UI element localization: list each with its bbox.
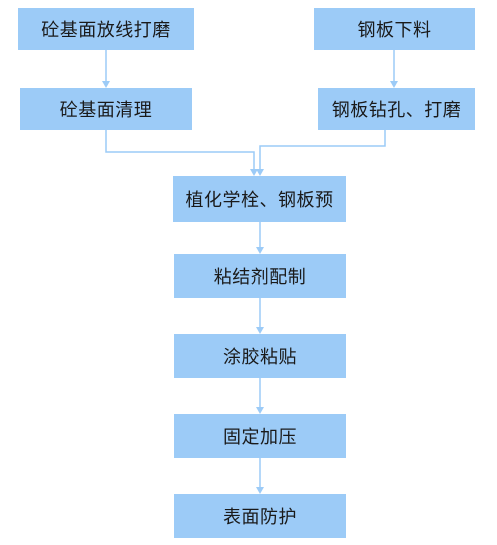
step-plate-cut: 钢板下料 [314, 8, 475, 50]
connector-base-clean-to-anchor [105, 130, 255, 170]
arrowhead-fix [256, 407, 264, 414]
step-base-clean: 砼基面清理 [20, 88, 192, 130]
step-surface-protect: 表面防护 [174, 494, 346, 538]
arrowhead-anchor-right [256, 169, 264, 176]
arrowhead-plate-drill [390, 81, 398, 88]
arrowhead-base-clean [102, 81, 110, 88]
step-anchor-preset: 植化学栓、钢板预 [173, 176, 346, 222]
arrowhead-glue [256, 327, 264, 334]
connector-plate-drill-to-anchor [259, 130, 386, 170]
arrowhead-adhesive [256, 247, 264, 254]
step-plate-drill: 钢板钻孔、打磨 [318, 88, 475, 130]
step-glue-apply: 涂胶粘贴 [174, 334, 346, 378]
step-fix-press: 固定加压 [174, 414, 346, 458]
step-base-grind: 砼基面放线打磨 [18, 8, 194, 50]
step-adhesive-mix: 粘结剂配制 [174, 254, 346, 298]
arrowhead-anchor-left [250, 169, 258, 176]
arrowhead-surface [256, 487, 264, 494]
